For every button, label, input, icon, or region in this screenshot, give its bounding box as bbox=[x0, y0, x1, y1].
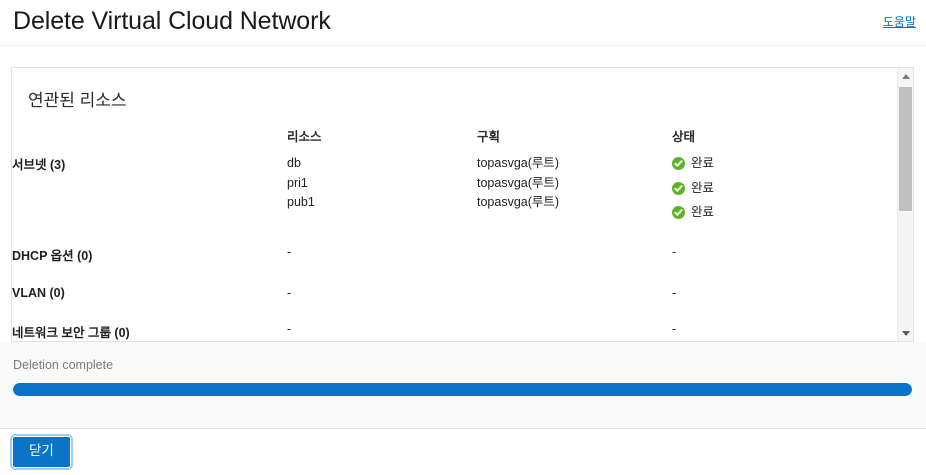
panel-scrollbar[interactable] bbox=[897, 68, 913, 341]
status-label: 완료 bbox=[691, 205, 715, 219]
resource-value: - bbox=[287, 244, 292, 259]
check-circle-icon bbox=[672, 206, 685, 220]
compartment-value: topasvga(루트) bbox=[477, 175, 560, 190]
compartment-value bbox=[477, 300, 672, 341]
status-label: 완료 bbox=[691, 156, 715, 170]
resource-value: pub1 bbox=[287, 195, 315, 209]
scrollbar-thumb[interactable] bbox=[899, 87, 912, 211]
compartment-value: topasvga(루트) bbox=[477, 156, 560, 170]
associated-resources-table: 리소스 구획 상태 서브넷 (3) db pri1 pub1 bbox=[12, 126, 897, 341]
status-badge: 완료 bbox=[672, 203, 897, 223]
status-badge: 완료 bbox=[672, 179, 897, 199]
chevron-up-icon bbox=[901, 73, 910, 79]
close-button[interactable]: 닫기 bbox=[10, 434, 73, 470]
table-row: 네트워크 보안 그룹 (0) - - bbox=[12, 300, 897, 341]
status-badge: 완료 bbox=[672, 154, 897, 174]
progress-bar bbox=[13, 383, 912, 396]
row-statuses: 완료 완료 bbox=[672, 154, 897, 223]
column-header-name bbox=[12, 126, 287, 154]
column-header-state: 상태 bbox=[672, 130, 696, 144]
status-label: 완료 bbox=[691, 180, 715, 195]
resource-value: - bbox=[287, 285, 292, 300]
compartment-value: topasvga(루트) bbox=[477, 195, 560, 209]
resource-value: db bbox=[287, 156, 301, 170]
column-header-resource: 리소스 bbox=[287, 130, 322, 144]
row-label-partial: 보안 목록 (2) bbox=[12, 341, 897, 342]
status-label: - bbox=[672, 321, 677, 336]
table-row-partial: 보안 목록 (2) bbox=[12, 341, 897, 342]
panel-scroll-viewport: 연관된 리소스 리소스 구획 상태 서브넷 (3) bbox=[12, 68, 897, 341]
row-label: VLAN (0) bbox=[12, 285, 65, 300]
check-circle-icon bbox=[672, 157, 685, 171]
status-label: - bbox=[672, 285, 677, 300]
row-resources: db pri1 pub1 bbox=[287, 154, 477, 223]
dialog-header: Delete Virtual Cloud Network 도움말 bbox=[0, 0, 926, 46]
check-circle-icon bbox=[672, 181, 685, 195]
scroll-up-button[interactable] bbox=[898, 68, 913, 84]
table-row: VLAN (0) - - bbox=[12, 264, 897, 300]
panel-title: 연관된 리소스 bbox=[28, 91, 127, 110]
help-link[interactable]: 도움말 bbox=[882, 15, 916, 29]
row-compartments: topasvga(루트) topasvga(루트) topasvga(루트) bbox=[477, 154, 672, 223]
progress-section: Deletion complete bbox=[0, 342, 926, 428]
scroll-down-button[interactable] bbox=[898, 325, 913, 341]
table-header-row: 리소스 구획 상태 bbox=[12, 126, 897, 154]
compartment-value bbox=[477, 264, 672, 300]
resource-value: pri1 bbox=[287, 175, 308, 190]
chevron-down-icon bbox=[901, 330, 910, 336]
page-title: Delete Virtual Cloud Network bbox=[13, 7, 331, 35]
row-label: DHCP 옵션 (0) bbox=[12, 248, 93, 263]
row-label: 서브넷 (3) bbox=[12, 158, 66, 172]
associated-resources-panel: 연관된 리소스 리소스 구획 상태 서브넷 (3) bbox=[11, 67, 914, 342]
table-row: 서브넷 (3) db pri1 pub1 topasvga(루트) to bbox=[12, 154, 897, 223]
row-label: 네트워크 보안 그룹 (0) bbox=[12, 325, 130, 340]
compartment-value bbox=[477, 223, 672, 264]
progress-bar-fill bbox=[13, 383, 912, 396]
column-header-compartment: 구획 bbox=[477, 130, 501, 144]
dialog-button-bar: 닫기 bbox=[0, 428, 926, 475]
status-label: - bbox=[672, 244, 677, 259]
progress-status-text: Deletion complete bbox=[13, 358, 114, 372]
table-body: 서브넷 (3) db pri1 pub1 topasvga(루트) to bbox=[12, 154, 897, 341]
resource-value: - bbox=[287, 321, 292, 336]
table-row: DHCP 옵션 (0) - - bbox=[12, 223, 897, 264]
